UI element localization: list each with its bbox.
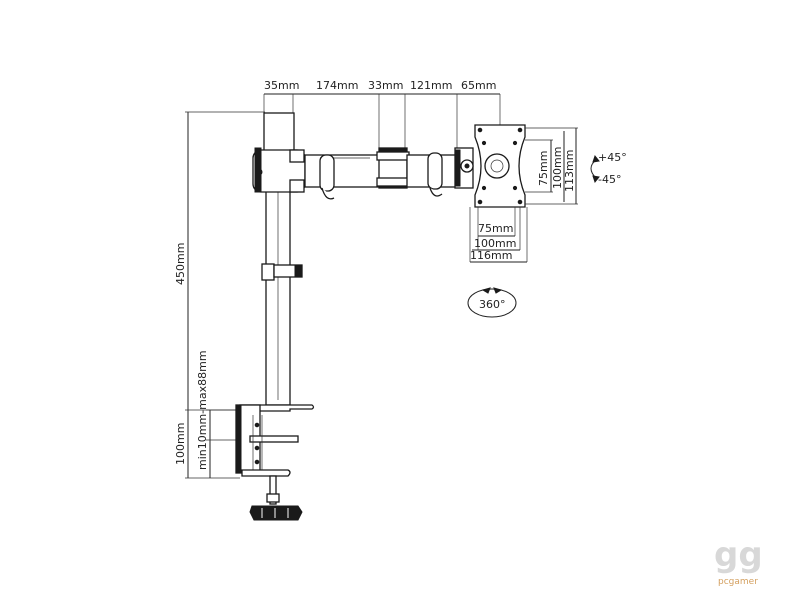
pole-joint <box>252 147 306 193</box>
dim-33mm: 33mm <box>368 79 403 92</box>
vesa-horizontal-lines <box>469 207 528 263</box>
dim-65mm: 65mm <box>461 79 496 92</box>
dim-121mm: 121mm <box>410 79 452 92</box>
dim-174mm: 174mm <box>316 79 358 92</box>
vesa-plate <box>474 124 526 208</box>
pole <box>261 112 303 406</box>
dim-clamp-range: min10mm-max88mm <box>196 350 209 470</box>
dim-35mm: 35mm <box>264 79 299 92</box>
middle-joint <box>376 147 410 189</box>
watermark-logo-glyph: gg <box>714 535 763 575</box>
left-dimension-lines <box>185 111 265 479</box>
dim-vesa-113mm-v: 113mm <box>563 150 576 192</box>
top-dimension-lines <box>263 93 501 150</box>
dim-450mm: 450mm <box>174 243 187 285</box>
rotation-label: 360° <box>479 298 506 311</box>
desk-clamp <box>235 404 315 521</box>
dim-vesa-100mm-v: 100mm <box>551 147 564 189</box>
dim-vesa-100mm-h: 100mm <box>474 237 516 250</box>
arm-segment-1 <box>304 154 381 200</box>
tilt-arrow-icon <box>590 154 600 184</box>
tilt-head <box>454 147 474 189</box>
dim-vesa-75mm-h: 75mm <box>478 222 513 235</box>
dim-vesa-75mm-v: 75mm <box>537 151 550 186</box>
rotation-icon <box>467 287 517 318</box>
watermark-text: pcgamer <box>718 577 758 587</box>
tilt-up-label: +45° <box>598 151 627 164</box>
arm-segment-2 <box>406 152 460 197</box>
vesa-vertical-lines <box>525 127 578 205</box>
watermark-logo: gg pcgamer <box>714 535 763 587</box>
dim-100mm-clamp: 100mm <box>174 423 187 465</box>
tilt-down-label: -45° <box>598 173 621 186</box>
dim-vesa-116mm-h: 116mm <box>470 249 512 262</box>
